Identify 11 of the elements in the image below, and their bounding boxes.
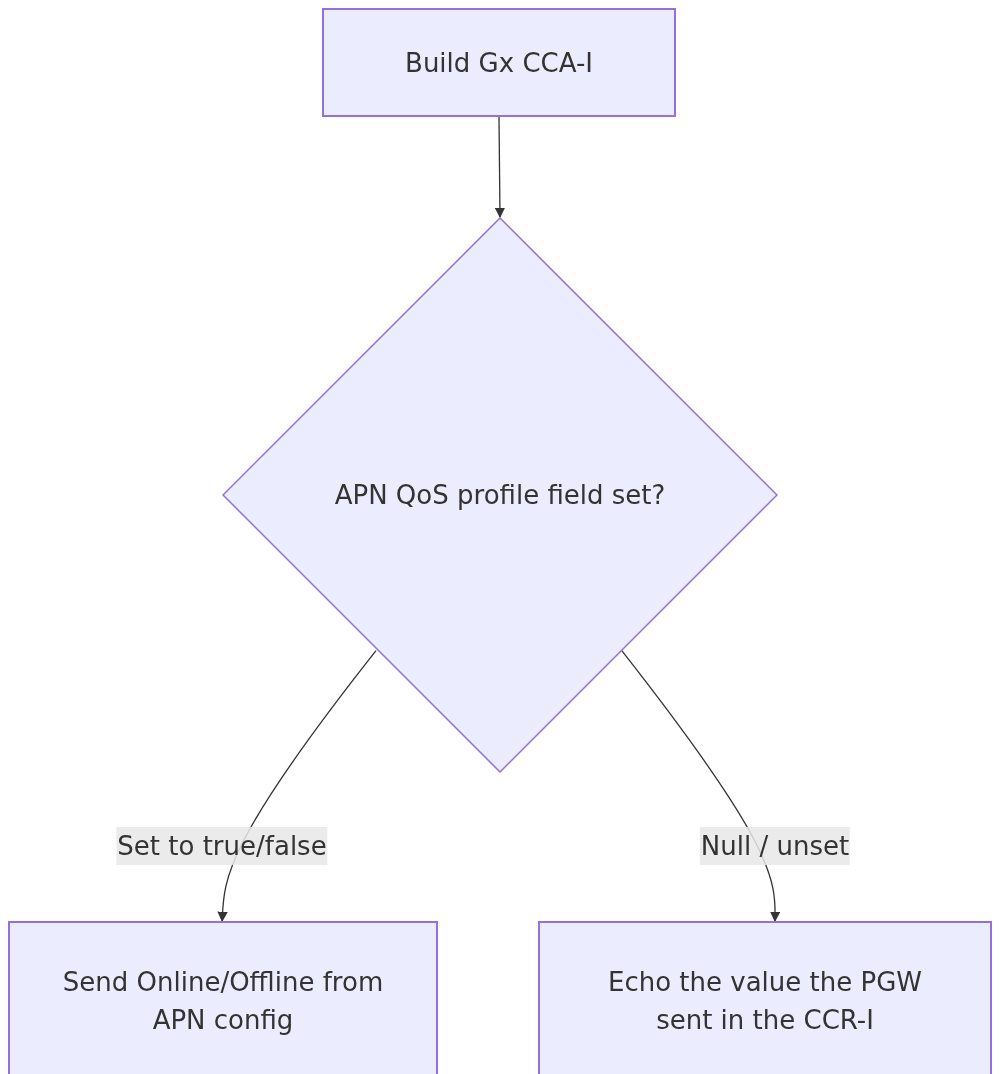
node-text: Echo the value the PGW sent in the CCR-I — [606, 966, 924, 1037]
node-text: APN QoS profile field set? — [333, 479, 667, 512]
decision-diamond — [222, 217, 778, 773]
edge-label: Set to true/false — [116, 827, 328, 865]
process-box — [322, 8, 676, 117]
edge-label: Null / unset — [699, 827, 851, 865]
arrow — [494, 116, 506, 219]
node-text: Build Gx CCA-I — [405, 46, 593, 80]
process-box — [538, 921, 992, 1074]
node-text: Send Online/Offline from APN config — [61, 966, 385, 1037]
process-box — [8, 921, 438, 1074]
